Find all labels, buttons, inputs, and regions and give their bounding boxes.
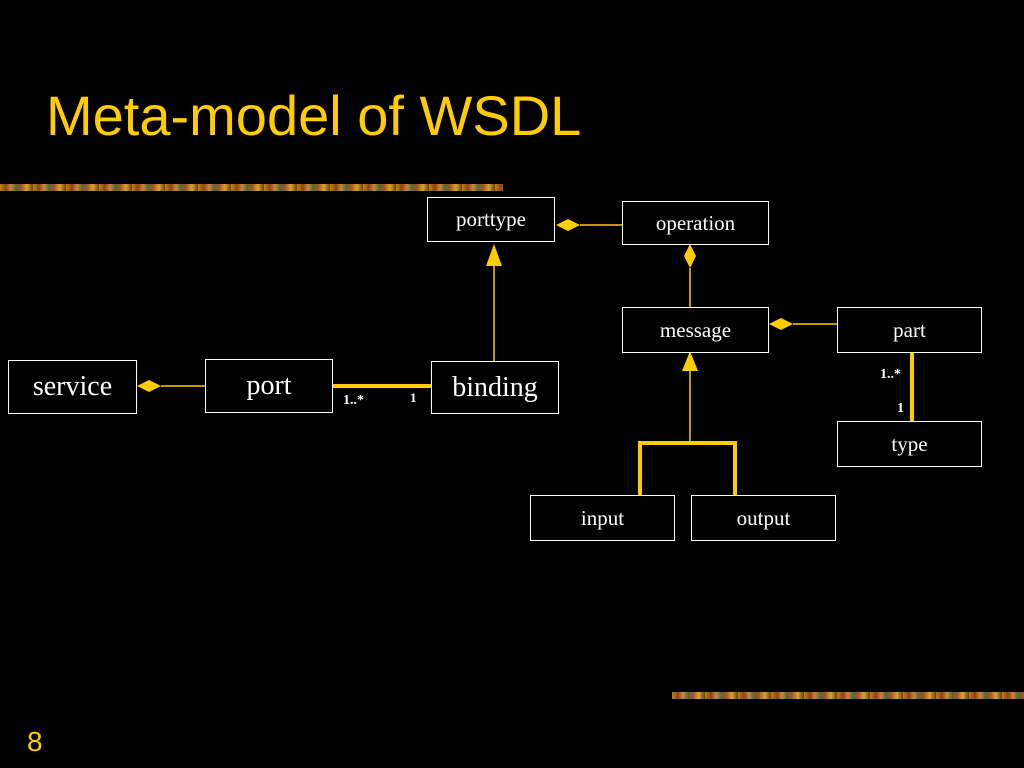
decorative-band-bottom xyxy=(672,692,1024,699)
node-port: port xyxy=(205,359,333,413)
node-service: service xyxy=(8,360,137,414)
connector-input-branch xyxy=(638,441,737,495)
node-porttype: porttype xyxy=(427,197,555,242)
node-part: part xyxy=(837,307,982,353)
node-operation: operation xyxy=(622,201,769,245)
aggregation-diamond-message xyxy=(769,318,793,330)
multiplicity-type-end: 1 xyxy=(897,401,904,416)
slide-number: 8 xyxy=(27,726,43,757)
aggregation-diamond-porttype xyxy=(556,219,580,231)
multiplicity-part-end: 1..* xyxy=(880,367,901,382)
node-binding: binding xyxy=(431,361,559,414)
multiplicity-binding-end: 1 xyxy=(410,390,417,405)
multiplicity-port-end: 1..* xyxy=(343,393,364,408)
slide-title: Meta-model of WSDL xyxy=(46,84,582,147)
generalization-arrow-porttype xyxy=(486,244,502,266)
node-message: message xyxy=(622,307,769,353)
decorative-band-top xyxy=(0,184,503,191)
node-type: type xyxy=(837,421,982,467)
aggregation-diamond-service xyxy=(137,380,161,392)
node-input: input xyxy=(530,495,675,541)
node-output: output xyxy=(691,495,836,541)
aggregation-diamond-operation xyxy=(684,244,696,268)
generalization-arrow-message xyxy=(682,351,698,371)
